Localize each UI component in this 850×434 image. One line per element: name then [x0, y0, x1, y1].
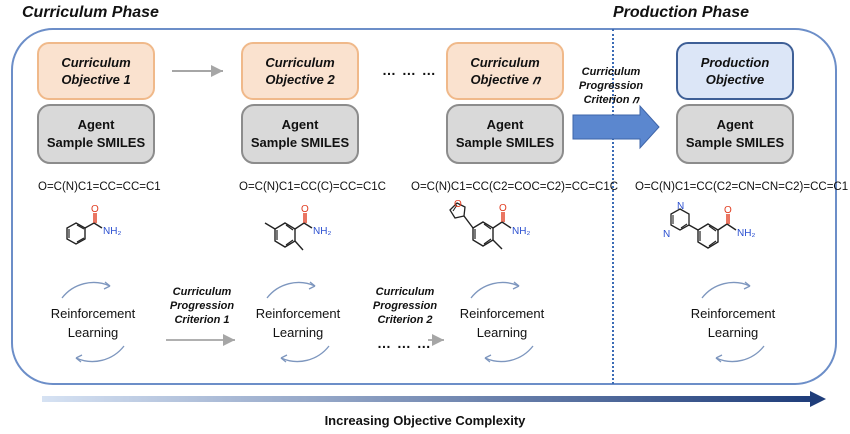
objective-label: Objective 𝑛 — [470, 72, 540, 87]
objective-label: Objective 2 — [265, 72, 335, 87]
molecule-dimethylbenzamide: O NH₂ — [264, 204, 331, 251]
curriculum-objective-2: Curriculum Objective 2 — [241, 42, 359, 100]
oxygen-atom: O — [91, 204, 99, 215]
curriculum-objective-n: Curriculum Objective 𝑛 — [446, 42, 564, 100]
objective-label: Production — [700, 55, 770, 70]
complexity-bar — [42, 396, 812, 402]
agent-label: Sample SMILES — [46, 135, 146, 150]
criterion-n-label: Curriculum Progression Criterion 𝑛 — [574, 65, 648, 107]
agent-label: Agent — [77, 117, 115, 132]
amine-group: NH₂ — [737, 228, 755, 239]
curriculum-objective-1: Curriculum Objective 1 — [37, 42, 155, 100]
criterion-text: Criterion 2 — [377, 314, 433, 326]
production-phase-title: Production Phase — [613, 4, 750, 21]
criterion-text: Curriculum — [581, 66, 641, 78]
agent-label: Sample SMILES — [250, 135, 350, 150]
rl-text: Reinforcement — [459, 306, 545, 321]
criterion-text: Criterion 𝑛 — [583, 94, 639, 106]
complexity-arrowhead — [810, 391, 826, 407]
phase-frame — [11, 28, 837, 385]
agent-label: Agent — [716, 117, 754, 132]
nitrogen-atom: N — [663, 229, 670, 240]
criterion-text: Progression — [169, 300, 235, 312]
production-objective: Production Objective — [676, 42, 794, 100]
objective-label: Curriculum — [265, 55, 335, 70]
objective-label: Objective 1 — [61, 72, 131, 87]
agent-label: Sample SMILES — [685, 135, 785, 150]
amine-group: NH₂ — [313, 226, 331, 237]
ellipsis-bottom: … … … — [377, 335, 432, 351]
rl-label: Reinforcement Learning — [457, 304, 547, 342]
agent-box-1: Agent Sample SMILES — [37, 104, 155, 164]
rl-text: Learning — [476, 325, 528, 340]
cycle-arrows-icon — [470, 281, 534, 363]
smiles-1: O=C(N)C1=CC=CC=C1 — [38, 181, 161, 193]
rl-cycle-production: Reinforcement Learning — [688, 277, 778, 367]
agent-box-production: Agent Sample SMILES — [676, 104, 794, 164]
complexity-caption: Increasing Objective Complexity — [324, 413, 526, 428]
rl-text: Learning — [272, 325, 324, 340]
rl-cycle-n: Reinforcement Learning — [457, 277, 547, 367]
rl-text: Reinforcement — [255, 306, 341, 321]
cycle-arrows-icon — [701, 281, 765, 363]
rl-cycle-2: Reinforcement Learning — [253, 277, 343, 367]
agent-label: Agent — [486, 117, 524, 132]
objective-label: Curriculum — [61, 55, 131, 70]
agent-box-n: Agent Sample SMILES — [446, 104, 564, 164]
rl-label: Reinforcement Learning — [253, 304, 343, 342]
criterion-text: Criterion 1 — [174, 314, 230, 326]
oxygen-atom: O — [724, 205, 732, 216]
smiles-production: O=C(N)C1=CC(C2=CN=CN=C2)=CC=C1 — [635, 181, 849, 193]
production-transition-arrow — [572, 104, 660, 150]
curriculum-phase-title: Curriculum Phase — [22, 4, 159, 21]
molecule-furyl-benzamide: O O NH₂ — [449, 199, 530, 250]
criterion-1-label: Curriculum Progression Criterion 1 — [162, 285, 242, 327]
ellipsis-top: … … … — [382, 62, 437, 78]
rl-text: Learning — [707, 325, 759, 340]
molecule-pyrimidinyl-benzamide: N N O NH₂ — [663, 201, 755, 249]
furan-oxygen-atom: O — [454, 199, 462, 210]
agent-label: Sample SMILES — [455, 135, 555, 150]
oxygen-atom: O — [301, 204, 309, 215]
agent-label: Agent — [281, 117, 319, 132]
criterion-2-label: Curriculum Progression Criterion 2 — [365, 285, 445, 327]
criterion-text: Curriculum — [375, 286, 435, 298]
agent-box-2: Agent Sample SMILES — [241, 104, 359, 164]
cycle-arrows-icon — [61, 281, 125, 363]
amine-group: NH₂ — [512, 226, 530, 237]
smiles-n: O=C(N)C1=CC(C2=COC=C2)=CC=C1C — [411, 181, 619, 193]
smiles-2: O=C(N)C1=CC(C)=CC=C1C — [239, 181, 386, 193]
rl-label: Reinforcement Learning — [688, 304, 778, 342]
objective-label: Curriculum — [470, 55, 540, 70]
oxygen-atom: O — [499, 203, 507, 214]
rl-text: Reinforcement — [690, 306, 776, 321]
nitrogen-atom: N — [677, 201, 684, 212]
criterion-text: Curriculum — [172, 286, 232, 298]
rl-text: Reinforcement — [50, 306, 136, 321]
cycle-arrows-icon — [266, 281, 330, 363]
criterion-text: Progression — [372, 300, 438, 312]
rl-text: Learning — [67, 325, 119, 340]
phase-divider — [612, 29, 614, 384]
objective-label: Objective — [705, 72, 765, 87]
amine-group: NH₂ — [103, 226, 121, 237]
molecule-benzamide: O NH₂ — [66, 204, 121, 245]
rl-label: Reinforcement Learning — [48, 304, 138, 342]
criterion-text: Progression — [578, 80, 644, 92]
rl-cycle-1: Reinforcement Learning — [48, 277, 138, 367]
